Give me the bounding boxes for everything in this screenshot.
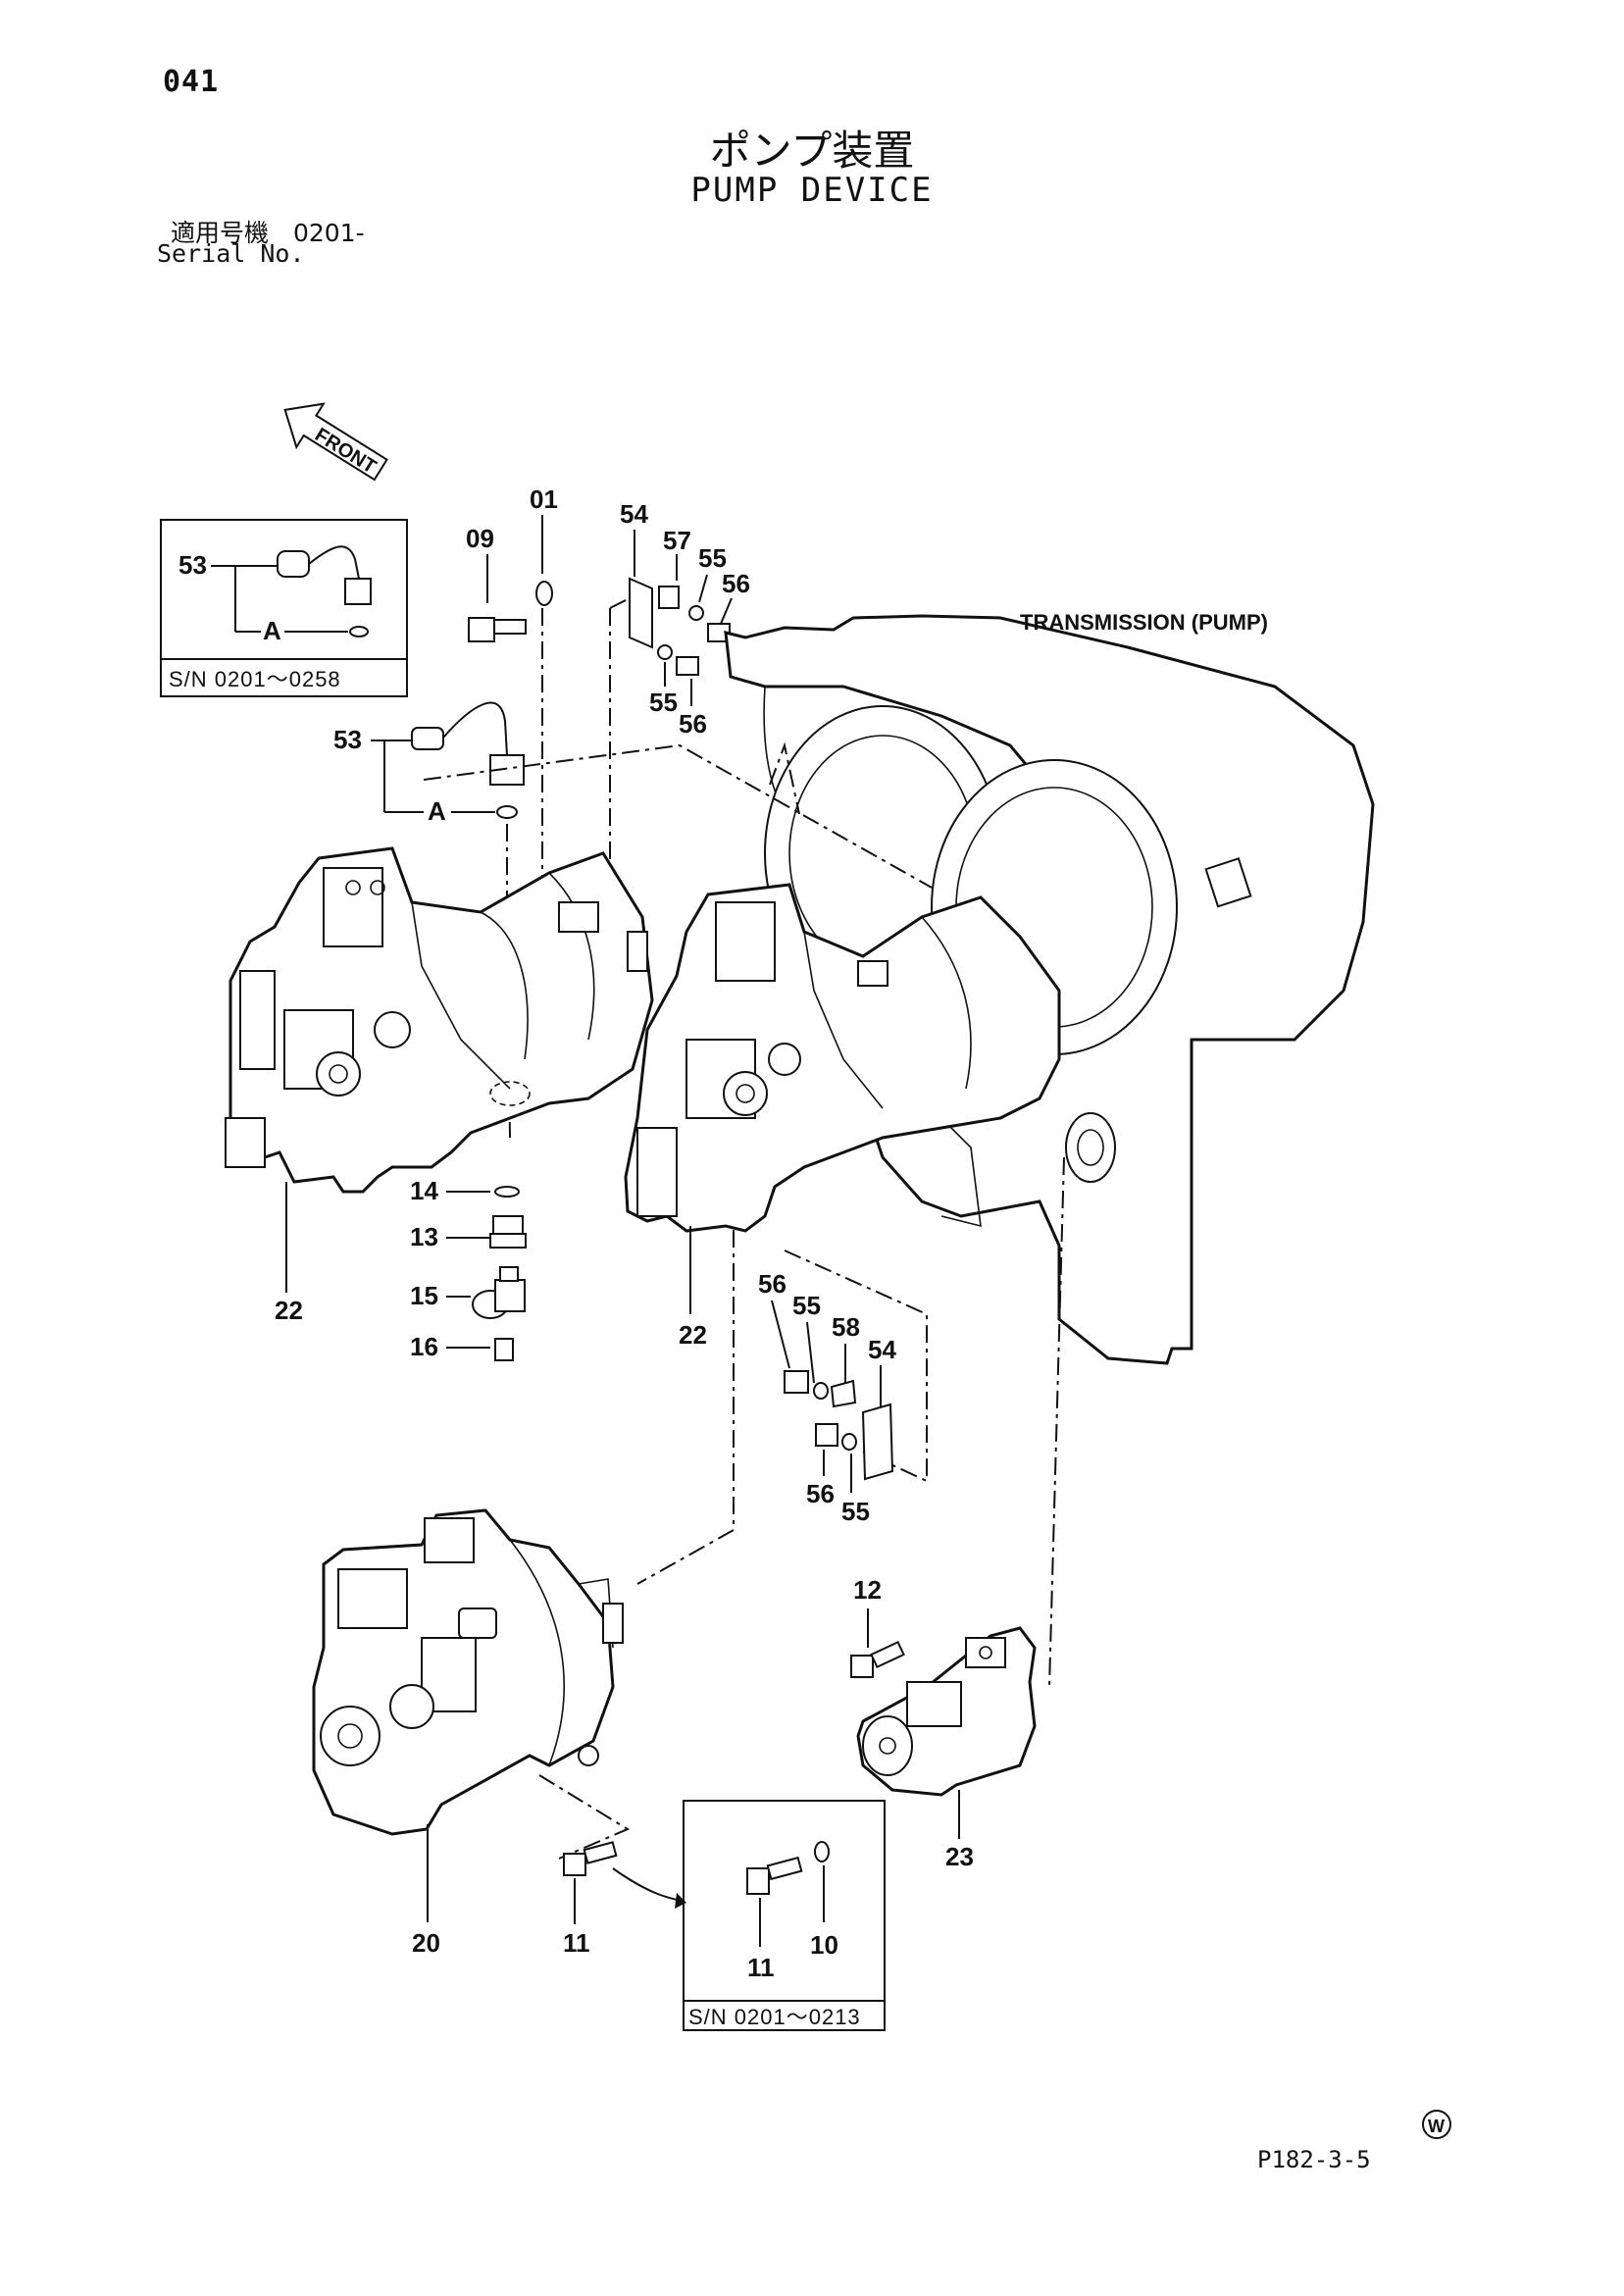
callout-23: 23 xyxy=(945,1842,974,1871)
callout-15: 15 xyxy=(410,1281,438,1310)
document-code: P182-3-5 xyxy=(1257,2146,1371,2173)
inset-callout-53: 53 xyxy=(178,550,207,580)
pump-unit-right xyxy=(624,883,1061,1233)
bolt-icon xyxy=(563,1841,618,1876)
callout-53: 53 xyxy=(333,725,362,754)
inset-box-bolt-early-serial: 11 10 S/N 0201～0213 xyxy=(683,1800,886,2031)
o-ring-icon xyxy=(494,1186,520,1198)
pressure-sensor-icon xyxy=(277,545,372,605)
transmission-label: TRANSMISSION (PUMP) xyxy=(1020,610,1268,635)
bolt-icon xyxy=(850,1640,905,1678)
callout-55-mid-b: 55 xyxy=(841,1497,870,1526)
callout-12: 12 xyxy=(853,1575,882,1605)
inset-serial-range: S/N 0201～0213 xyxy=(688,2005,861,2029)
pressure-sensor-icon xyxy=(411,701,525,786)
plug-icon xyxy=(489,1215,527,1249)
inset-box-sensor-early-serial: 53 A S/N 0201～0258 xyxy=(160,519,408,697)
callout-22-right: 22 xyxy=(679,1320,707,1350)
o-ring-icon xyxy=(496,805,518,819)
w-circle-mark: W xyxy=(1422,2110,1451,2139)
callout-13: 13 xyxy=(410,1222,438,1251)
gear-pump-unit xyxy=(856,1626,1037,1797)
callout-a: A xyxy=(428,796,446,826)
callout-58: 58 xyxy=(832,1312,860,1342)
bracket-plate-icon xyxy=(784,1370,894,1481)
callout-01: 01 xyxy=(530,485,558,514)
callout-55-top-b: 55 xyxy=(649,688,678,717)
callout-20: 20 xyxy=(412,1928,440,1958)
callout-54-top: 54 xyxy=(620,499,648,529)
inset-callout-10: 10 xyxy=(810,1930,838,1960)
callout-55-top-a: 55 xyxy=(698,543,727,573)
inset-callout-11: 11 xyxy=(747,1953,775,1982)
bolt-icon xyxy=(468,617,527,642)
w-mark-letter: W xyxy=(1428,2117,1445,2136)
elbow-fitting-icon xyxy=(472,1266,526,1319)
callout-56-mid-a: 56 xyxy=(758,1269,787,1299)
callout-16: 16 xyxy=(410,1332,438,1361)
pump-unit-left xyxy=(225,846,654,1194)
inset-callout-a: A xyxy=(263,616,281,645)
front-arrow-icon: FRONT xyxy=(283,402,388,482)
callout-54-mid: 54 xyxy=(868,1335,896,1364)
callout-14: 14 xyxy=(410,1176,438,1205)
plug-icon xyxy=(494,1338,514,1361)
serial-applicability-japanese: 適用号機 0201- xyxy=(171,219,365,247)
washer-icon xyxy=(814,1841,830,1862)
bolt-icon xyxy=(746,1856,803,1895)
callout-09: 09 xyxy=(466,524,494,553)
callout-57: 57 xyxy=(663,526,691,555)
serial-applicability-label: Serial No. xyxy=(157,239,305,268)
callout-56-top-a: 56 xyxy=(722,569,750,598)
o-ring-icon xyxy=(349,626,369,638)
page-title: PUMP DEVICE xyxy=(690,171,934,210)
snap-ring-icon xyxy=(535,581,553,606)
callout-11: 11 xyxy=(563,1928,590,1958)
inset-serial-range: S/N 0201～0258 xyxy=(169,667,341,691)
page-title-japanese: ポンプ装置 xyxy=(709,127,915,175)
bracket-plate-icon xyxy=(629,577,731,676)
main-pump-unit xyxy=(312,1508,624,1836)
callout-22-left: 22 xyxy=(275,1296,303,1325)
callout-55-mid-a: 55 xyxy=(792,1291,821,1320)
callout-56-mid-b: 56 xyxy=(806,1479,835,1508)
page-number: 041 xyxy=(163,65,220,99)
callout-56-top-b: 56 xyxy=(679,709,707,739)
